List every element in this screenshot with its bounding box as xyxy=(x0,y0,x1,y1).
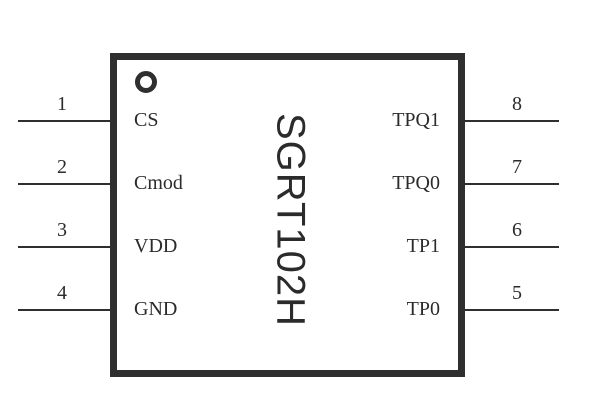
pin-line-left xyxy=(18,246,112,248)
part-number: SGRT102H xyxy=(268,112,313,328)
pin-number: 3 xyxy=(57,219,67,241)
pin-label: VDD xyxy=(134,235,178,257)
pin-number: 6 xyxy=(512,219,522,241)
pin-label: Cmod xyxy=(134,172,183,194)
pin-label: CS xyxy=(134,109,159,131)
pin-number: 8 xyxy=(512,93,522,115)
pin-label: TPQ0 xyxy=(392,172,440,194)
pin-number: 7 xyxy=(512,156,522,178)
pin-line-left xyxy=(18,183,112,185)
pin-label: TP1 xyxy=(406,235,440,257)
pin-line-left xyxy=(18,120,112,122)
pin-number: 2 xyxy=(57,156,67,178)
pin-line-right xyxy=(463,120,559,122)
pin1-marker-icon xyxy=(135,71,157,93)
pin-number: 5 xyxy=(512,282,522,304)
pin-number: 1 xyxy=(57,93,67,115)
pin-label: GND xyxy=(134,298,178,320)
pin-line-left xyxy=(18,309,112,311)
pin-line-right xyxy=(463,183,559,185)
pin-line-right xyxy=(463,246,559,248)
ic-package-body xyxy=(110,53,465,377)
pin-number: 4 xyxy=(57,282,67,304)
pin-label: TP0 xyxy=(406,298,440,320)
pin-line-right xyxy=(463,309,559,311)
pin-label: TPQ1 xyxy=(392,109,440,131)
